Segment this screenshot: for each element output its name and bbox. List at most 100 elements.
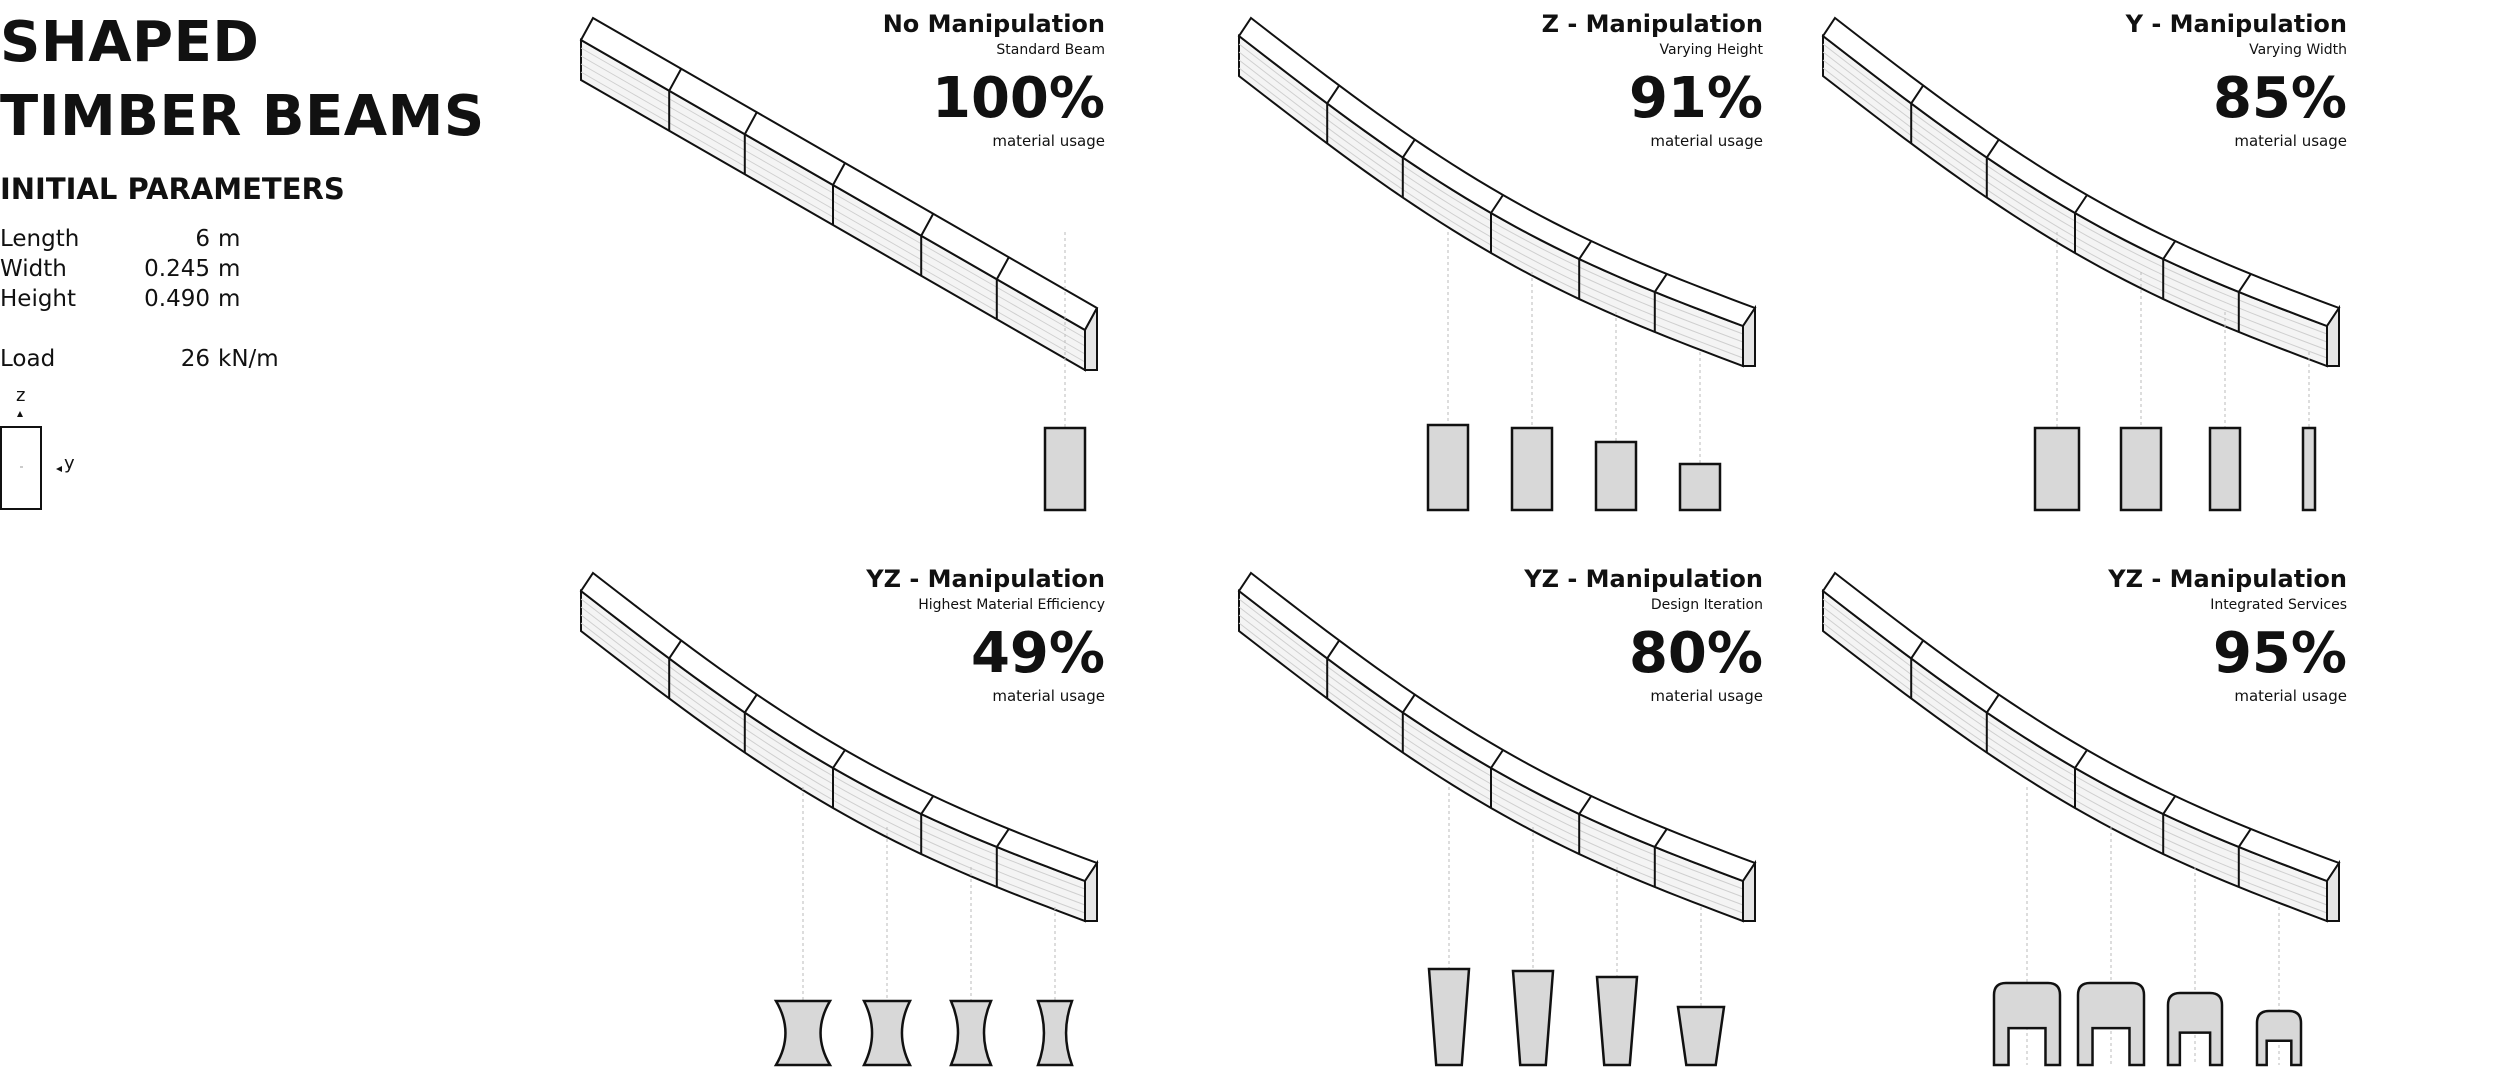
beam-segment-joint [743, 111, 758, 175]
cross-section [1510, 426, 1554, 512]
beam-segment-joint [920, 213, 935, 276]
param-unit: kN/m [218, 346, 279, 372]
beam-segment-joint [2074, 194, 2088, 253]
param-value: 26 [180, 346, 210, 372]
cross-section [1511, 969, 1555, 1067]
param-unit: m [218, 286, 241, 312]
beam-end-cap [1084, 859, 1098, 922]
cross-section [861, 999, 913, 1067]
axis-diagram: z y [0, 385, 100, 515]
panel-title: YZ - Manipulation [2108, 565, 2347, 593]
beam-end-cap [1084, 307, 1098, 371]
panel-subtitle: Varying Width [2249, 42, 2347, 58]
material-percent: 95% [2212, 621, 2347, 686]
material-label: material usage [1650, 687, 1763, 705]
beam-segment-joint [1326, 84, 1341, 144]
param-label: Height [0, 286, 77, 312]
beam-drawing [1821, 16, 2341, 512]
panel-subtitle: Standard Beam [996, 42, 1105, 58]
param-label: Length [0, 226, 80, 252]
param-unit: m [218, 226, 241, 252]
panel-title: Z - Manipulation [1541, 10, 1763, 38]
material-percent: 49% [970, 621, 1105, 686]
beam-segment-joint [1401, 138, 1416, 198]
material-label: material usage [992, 687, 1105, 705]
beam-segment-joint [920, 795, 935, 855]
beam-segment-joint [995, 828, 1010, 887]
panel-subtitle: Design Iteration [1650, 597, 1763, 613]
beam-top-face [1237, 571, 1757, 883]
cross-section [2119, 426, 2163, 512]
material-label: material usage [2234, 132, 2347, 150]
beam-segment-joint [1653, 828, 1668, 887]
param-unit: m [218, 256, 241, 282]
beam-segment-joint [1910, 639, 1925, 699]
beam-end-cap [1742, 304, 1756, 367]
beam-end-cap [2326, 859, 2340, 922]
title-line-2: TIMBER BEAMS [0, 84, 485, 149]
beam-segment-joint [1985, 693, 2000, 753]
cross-section [1678, 462, 1722, 512]
material-percent: 100% [931, 66, 1105, 131]
cross-section [2076, 981, 2146, 1067]
parameters-heading: INITIAL PARAMETERS [0, 172, 345, 206]
param-value: 6 [195, 226, 210, 252]
axis-glyph [0, 411, 62, 510]
param-value: 0.490 [144, 286, 210, 312]
cross-section [1595, 975, 1639, 1067]
beam-segment-joint [832, 749, 846, 808]
beam-end-cap [1742, 859, 1756, 922]
beam-top-face [579, 571, 1099, 883]
beam-segment-joint [832, 162, 846, 225]
page-title: SHAPED TIMBER BEAMS [0, 6, 485, 154]
beam-segment-joint [1490, 749, 1504, 808]
panel-title: No Manipulation [882, 10, 1105, 38]
beam-segment-joint [2237, 828, 2252, 887]
cross-section [1676, 1005, 1726, 1067]
panel-subtitle: Integrated Services [2210, 597, 2347, 613]
panel-subtitle: Varying Height [1659, 42, 1764, 58]
axis-z-label: z [16, 385, 26, 406]
cross-section [1427, 967, 1471, 1067]
title-line-1: SHAPED [0, 10, 260, 75]
beam-segment-joint [743, 693, 758, 753]
panel-title: YZ - Manipulation [1524, 565, 1763, 593]
param-row-width: Width 0.245 m [0, 256, 260, 286]
material-percent: 91% [1628, 66, 1763, 131]
beam-drawing [579, 16, 1099, 512]
axis-y-label: y [64, 453, 75, 474]
beam-segment-joint [1401, 693, 1416, 753]
beam-top-face [1821, 16, 2341, 328]
beam-segment-joint [2162, 795, 2177, 855]
beam-segment-joint [668, 639, 683, 699]
beam-segment-joint [1653, 273, 1668, 332]
param-value: 0.245 [144, 256, 210, 282]
beam-panel-6: YZ - Manipulation Integrated Services 95… [1727, 555, 2347, 1075]
cross-section [1426, 423, 1470, 512]
param-label: Width [0, 256, 67, 282]
cross-section [2208, 426, 2242, 512]
panel-subtitle: Highest Material Efficiency [918, 597, 1105, 613]
beam-segment-joint [1578, 795, 1593, 855]
cross-section [2033, 426, 2081, 512]
beam-drawing [1237, 16, 1757, 512]
cross-section [773, 999, 833, 1067]
panel-title: YZ - Manipulation [866, 565, 1105, 593]
cross-section [949, 999, 993, 1067]
panel-title: Y - Manipulation [2125, 10, 2347, 38]
beam-panel-1: No Manipulation Standard Beam 100% mater… [485, 0, 1105, 520]
param-row-load: Load 26 kN/m [0, 346, 279, 376]
beam-segment-joint [995, 256, 1010, 320]
beam-drawing [1237, 571, 1757, 1067]
beam-panel-2: Z - Manipulation Varying Height 91% mate… [1143, 0, 1763, 520]
beam-drawing [1821, 571, 2341, 1067]
cross-section [1036, 999, 1074, 1067]
beam-segment-joint [2074, 749, 2088, 808]
beam-top-face [1237, 16, 1757, 328]
material-label: material usage [1650, 132, 1763, 150]
beam-drawing [579, 571, 1099, 1067]
param-row-length: Length 6 m [0, 226, 260, 256]
material-percent: 85% [2212, 66, 2347, 131]
beam-segment-joint [1326, 639, 1341, 699]
param-label: Load [0, 346, 56, 372]
